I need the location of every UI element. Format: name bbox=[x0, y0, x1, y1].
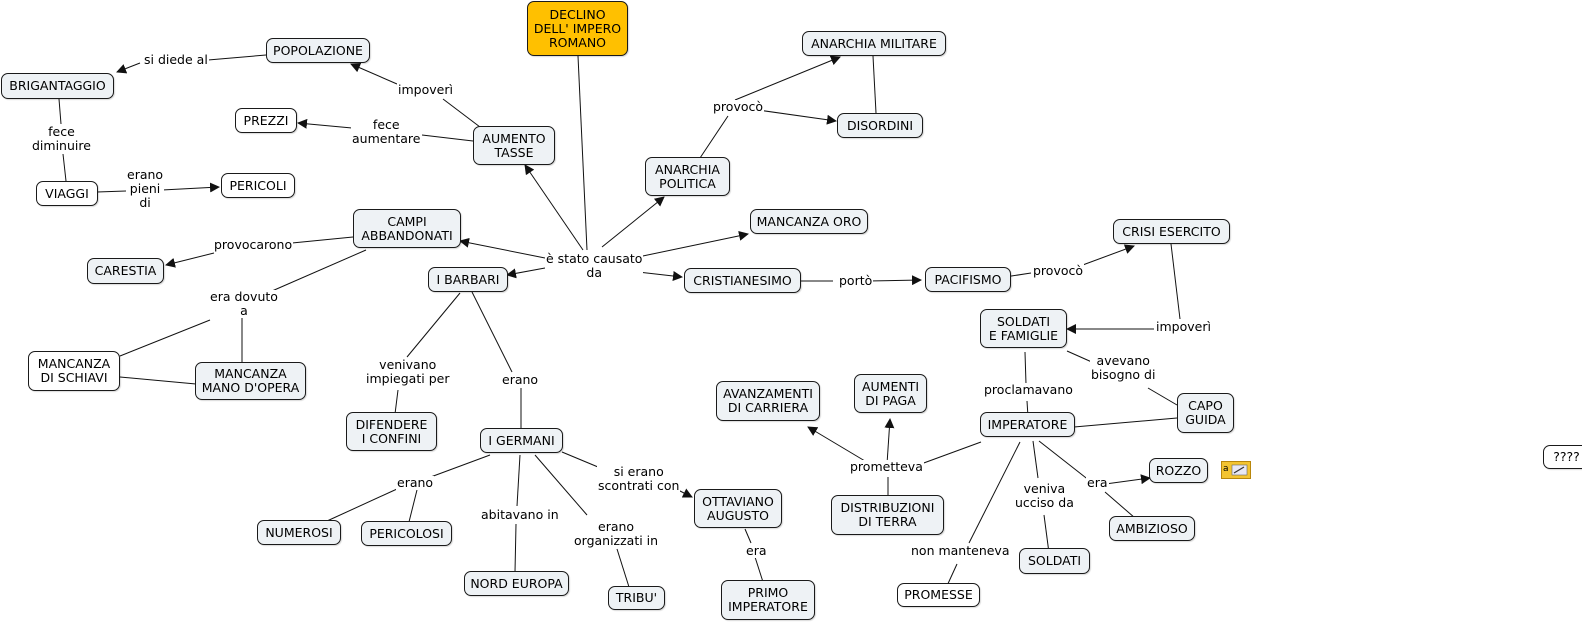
node-distribuzioni-di-terra[interactable]: DISTRIBUZIONI DI TERRA bbox=[831, 495, 944, 535]
node-soldati[interactable]: SOLDATI bbox=[1019, 548, 1090, 574]
link-label-erano: erano bbox=[501, 372, 540, 387]
node-i-germani[interactable]: I GERMANI bbox=[480, 428, 563, 453]
node-difendere-i-confini[interactable]: DIFENDERE I CONFINI bbox=[346, 412, 437, 451]
node-anarchia-politica[interactable]: ANARCHIA POLITICA bbox=[645, 157, 730, 196]
svg-text:a: a bbox=[1223, 464, 1229, 474]
node-question-marks[interactable]: ???? bbox=[1543, 445, 1582, 469]
node-ottaviano-augusto[interactable]: OTTAVIANO AUGUSTO bbox=[694, 489, 782, 528]
node-ambizioso[interactable]: AMBIZIOSO bbox=[1109, 516, 1195, 541]
link-label-impoveri: impoverì bbox=[397, 82, 454, 97]
node-mancanza-mano-d-opera[interactable]: MANCANZA MANO D'OPERA bbox=[195, 362, 306, 400]
link-label-causato: è stato causato da bbox=[545, 251, 644, 280]
node-cristianesimo[interactable]: CRISTIANESIMO bbox=[684, 268, 801, 293]
node-soldati-e-famiglie[interactable]: SOLDATI E FAMIGLIE bbox=[980, 309, 1067, 348]
node-mancanza-oro[interactable]: MANCANZA ORO bbox=[750, 209, 868, 234]
node-pacifismo[interactable]: PACIFISMO bbox=[925, 267, 1011, 292]
link-label-non-manteneva: non manteneva bbox=[910, 543, 1011, 558]
node-crisi-esercito[interactable]: CRISI ESERCITO bbox=[1113, 219, 1230, 244]
link-label-si-erano-scontrati-con: si erano scontrati con bbox=[597, 464, 681, 493]
link-label-veniva-ucciso-da: veniva ucciso da bbox=[1014, 481, 1075, 510]
node-imperatore[interactable]: IMPERATORE bbox=[980, 412, 1075, 437]
link-label-era: era bbox=[1086, 475, 1109, 490]
node-nord-europa[interactable]: NORD EUROPA bbox=[464, 571, 569, 596]
note-icon[interactable]: a bbox=[1221, 461, 1251, 479]
link-label-porto: portò bbox=[838, 273, 874, 288]
link-label-provocarono: provocarono bbox=[213, 237, 294, 252]
node-prezzi[interactable]: PREZZI bbox=[235, 108, 297, 133]
link-label-fece-diminuire: fece diminuire bbox=[31, 124, 92, 153]
node-promesse[interactable]: PROMESSE bbox=[897, 583, 980, 607]
node-numerosi[interactable]: NUMEROSI bbox=[257, 520, 341, 545]
link-label-abitavano-in: abitavano in bbox=[480, 507, 560, 522]
node-aumenti-di-paga[interactable]: AUMENTI DI PAGA bbox=[854, 374, 927, 413]
link-label-proclamavano: proclamavano bbox=[983, 382, 1074, 397]
node-avanzamenti-di-carriera[interactable]: AVANZAMENTI DI CARRIERA bbox=[716, 381, 820, 421]
node-i-barbari[interactable]: I BARBARI bbox=[428, 267, 508, 292]
node-viaggi[interactable]: VIAGGI bbox=[36, 181, 98, 206]
node-disordini[interactable]: DISORDINI bbox=[837, 113, 923, 138]
link-label-erano-pieni-di: erano pieni di bbox=[126, 167, 165, 210]
link-label-provoco: provocò bbox=[712, 99, 765, 114]
node-pericoli[interactable]: PERICOLI bbox=[221, 173, 295, 198]
node-declino-impero-romano[interactable]: DECLINO DELL' IMPERO ROMANO bbox=[527, 1, 628, 56]
link-label-si-diede-al: si diede al bbox=[143, 52, 209, 67]
node-primo-imperatore[interactable]: PRIMO IMPERATORE bbox=[721, 580, 815, 620]
link-label-impoveri-2: impoverì bbox=[1155, 319, 1212, 334]
node-anarchia-militare[interactable]: ANARCHIA MILITARE bbox=[802, 31, 946, 56]
node-brigantaggio[interactable]: BRIGANTAGGIO bbox=[1, 73, 114, 99]
link-label-era-2: era bbox=[745, 543, 768, 558]
node-tribu[interactable]: TRIBU' bbox=[608, 586, 665, 610]
link-label-provoco-2: provocò bbox=[1032, 263, 1085, 278]
link-label-venivano-impiegati-per: venivano impiegati per bbox=[365, 357, 451, 386]
link-label-erano-2: erano bbox=[396, 475, 435, 490]
node-aumento-tasse[interactable]: AUMENTO TASSE bbox=[473, 126, 555, 165]
node-pericolosi[interactable]: PERICOLOSI bbox=[361, 521, 452, 546]
node-popolazione[interactable]: POPOLAZIONE bbox=[266, 38, 370, 63]
node-rozzo[interactable]: ROZZO bbox=[1149, 458, 1208, 483]
link-label-fece-aumentare: fece aumentare bbox=[351, 117, 422, 146]
link-label-erano-organizzati-in: erano organizzati in bbox=[573, 519, 660, 548]
node-campi-abbandonati[interactable]: CAMPI ABBANDONATI bbox=[353, 209, 461, 248]
node-carestia[interactable]: CARESTIA bbox=[87, 258, 164, 284]
link-label-prometteva: prometteva bbox=[849, 459, 924, 474]
link-label-era-dovuto-a: era dovuto a bbox=[209, 289, 279, 318]
node-mancanza-di-schiavi[interactable]: MANCANZA DI SCHIAVI bbox=[28, 351, 120, 391]
link-label-avevano-bisogno-di: avevano bisogno di bbox=[1090, 353, 1157, 382]
node-capo-guida[interactable]: CAPO GUIDA bbox=[1177, 393, 1234, 433]
